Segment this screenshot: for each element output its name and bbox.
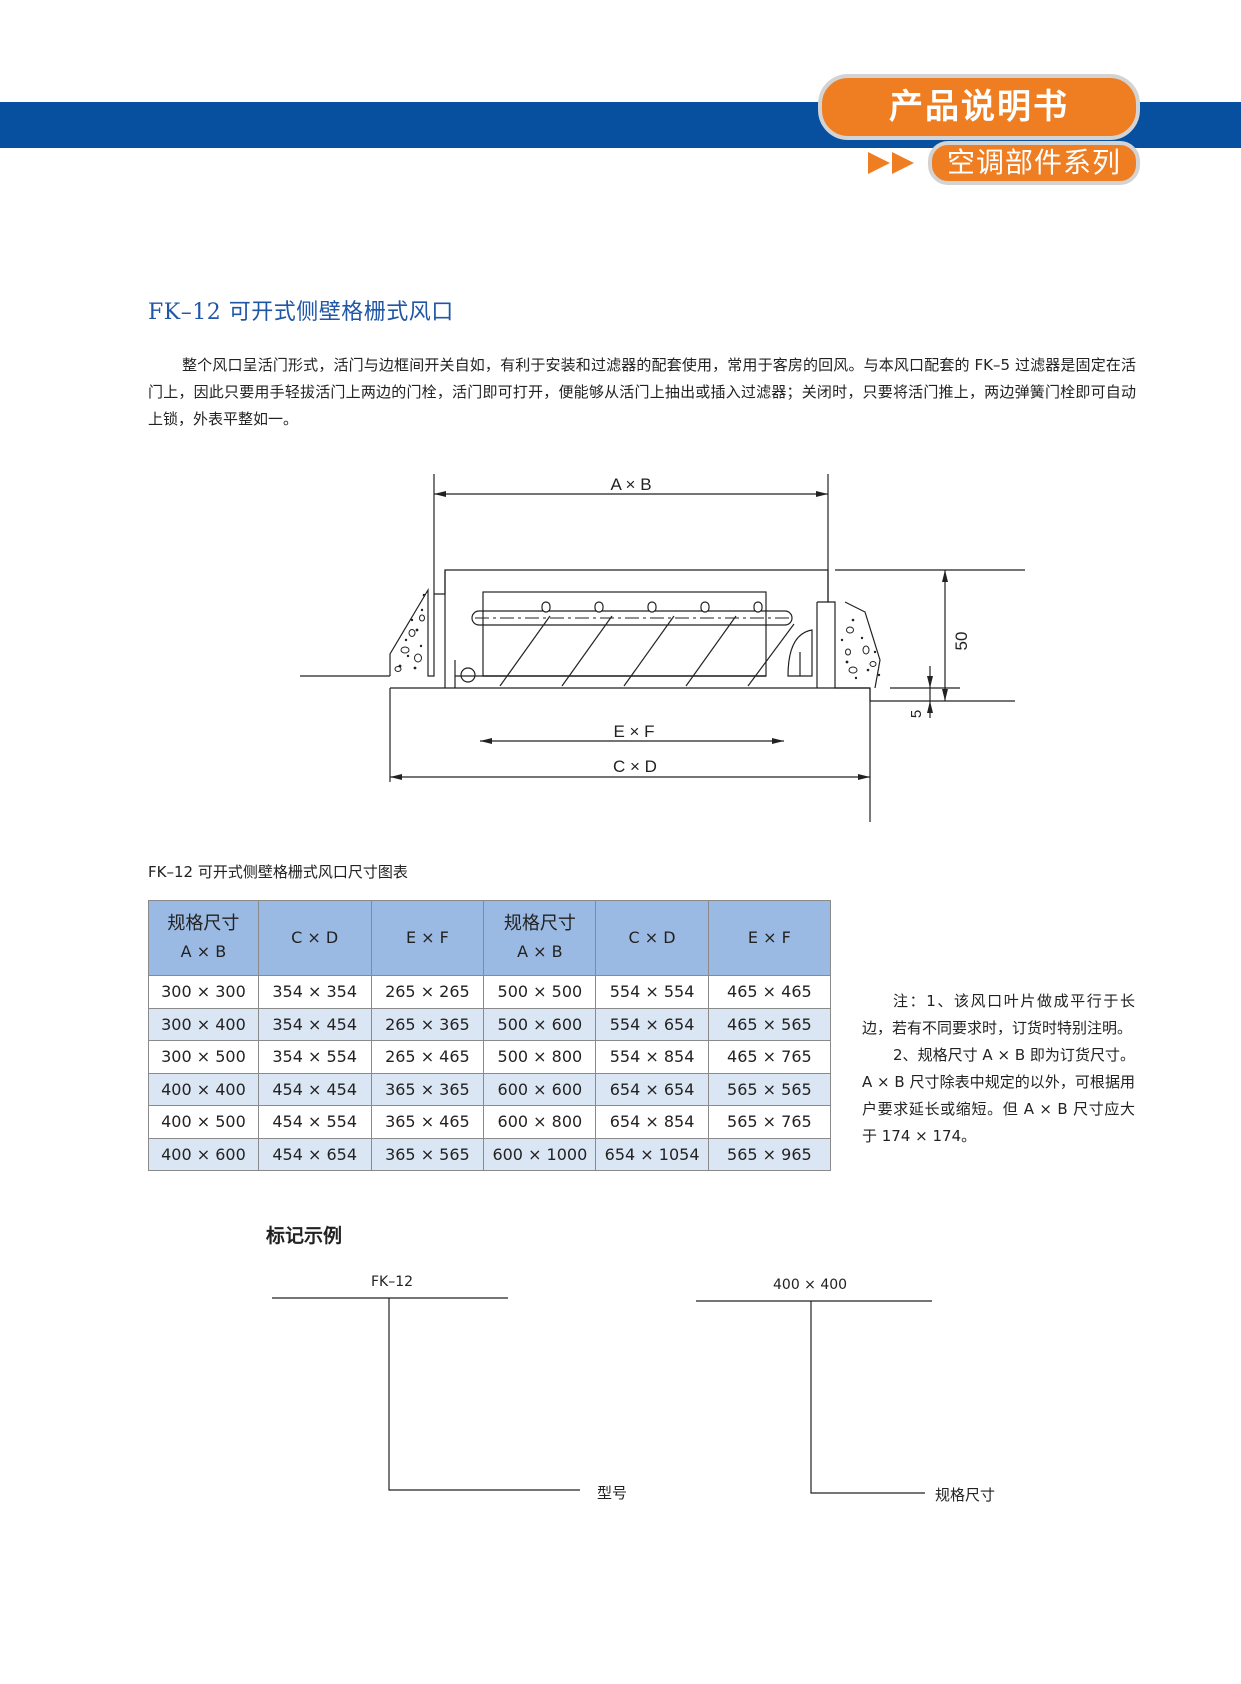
header-spec-1: 规格尺寸 A × B bbox=[148, 900, 259, 976]
table-cell: 265 × 465 bbox=[370, 1040, 485, 1074]
header-spec-label: 规格尺寸 bbox=[503, 913, 576, 934]
table-caption: FK–12 可开式侧壁格栅式风口尺寸图表 bbox=[148, 863, 408, 881]
note-2: 2、规格尺寸 A × B 即为订货尺寸。A × B 尺寸除表中规定的以外，可根据… bbox=[862, 1046, 1135, 1145]
table-cell: 554 × 654 bbox=[595, 1007, 709, 1041]
double-arrow-icon bbox=[868, 152, 914, 174]
table-cell: 600 × 600 bbox=[483, 1072, 597, 1106]
table-cell: 354 × 554 bbox=[257, 1040, 372, 1074]
table-cell: 465 × 765 bbox=[707, 1040, 832, 1074]
header-exf-2: E × F bbox=[707, 900, 832, 976]
note-1: 注：1、该风口叶片做成平行于长边，若有不同要求时，订货时特别注明。 bbox=[862, 992, 1135, 1037]
table-cell: 465 × 465 bbox=[707, 975, 832, 1009]
table-cell: 500 × 800 bbox=[483, 1040, 597, 1074]
product-title: FK–12 可开式侧壁格栅式风口 bbox=[148, 300, 454, 325]
technical-drawing: A × B E × F C × D 50 5 bbox=[300, 474, 1025, 822]
table-cell: 554 × 554 bbox=[595, 975, 709, 1009]
table-cell: 354 × 454 bbox=[257, 1007, 372, 1041]
marking-model-code: FK–12 bbox=[371, 1274, 414, 1290]
header-spec-label: 规格尺寸 bbox=[167, 913, 240, 934]
table-cell: 500 × 500 bbox=[483, 975, 597, 1009]
header-cxd-2: C × D bbox=[595, 900, 709, 976]
header-cxd-1: C × D bbox=[257, 900, 372, 976]
table-cell: 365 × 465 bbox=[370, 1105, 485, 1139]
notes: 注：1、该风口叶片做成平行于长边，若有不同要求时，订货时特别注明。 2、规格尺寸… bbox=[862, 988, 1135, 1150]
table-cell: 654 × 654 bbox=[595, 1072, 709, 1106]
header-spec-axb: A × B bbox=[517, 942, 563, 961]
table-cell: 600 × 1000 bbox=[483, 1137, 597, 1171]
table-cell: 565 × 565 bbox=[707, 1072, 832, 1106]
table-cell: 365 × 565 bbox=[370, 1137, 485, 1171]
table-cell: 654 × 854 bbox=[595, 1105, 709, 1139]
table-cell: 300 × 300 bbox=[148, 975, 259, 1009]
table-row: 300 × 400 354 × 454 265 × 365 500 × 600 … bbox=[148, 1007, 832, 1041]
dim-label-cxd: C × D bbox=[613, 757, 657, 776]
table-cell: 265 × 265 bbox=[370, 975, 485, 1009]
table-header-row: 规格尺寸 A × B C × D E × F 规格尺寸 A × B C × D … bbox=[148, 900, 832, 976]
table-row: 400 × 600 454 × 654 365 × 565 600 × 1000… bbox=[148, 1137, 832, 1171]
series-subtitle-badge: 空调部件系列 bbox=[928, 141, 1140, 185]
brochure-title-badge: 产品说明书 bbox=[818, 74, 1140, 140]
product-intro: 整个风口呈活门形式，活门与边框间开关自如，有利于安装和过滤器的配套使用，常用于客… bbox=[148, 356, 1136, 428]
dim-label-exf: E × F bbox=[613, 722, 654, 741]
table-cell: 654 × 1054 bbox=[595, 1137, 709, 1171]
table-row: 400 × 400 454 × 454 365 × 365 600 × 600 … bbox=[148, 1072, 832, 1106]
table-cell: 500 × 600 bbox=[483, 1007, 597, 1041]
header-exf-1: E × F bbox=[370, 900, 485, 976]
marking-size-label: 规格尺寸 bbox=[935, 1486, 996, 1504]
header-spec-axb: A × B bbox=[180, 942, 227, 961]
table-row: 300 × 300 354 × 354 265 × 265 500 × 500 … bbox=[148, 975, 832, 1009]
table-cell: 554 × 854 bbox=[595, 1040, 709, 1074]
table-cell: 454 × 454 bbox=[257, 1072, 372, 1106]
table-cell: 565 × 765 bbox=[707, 1105, 832, 1139]
marking-size-code: 400 × 400 bbox=[773, 1277, 848, 1293]
dim-label-5: 5 bbox=[908, 710, 925, 718]
table-row: 300 × 500 354 × 554 265 × 465 500 × 800 … bbox=[148, 1040, 832, 1074]
table-cell: 600 × 800 bbox=[483, 1105, 597, 1139]
table-cell: 465 × 565 bbox=[707, 1007, 832, 1041]
table-cell: 454 × 554 bbox=[257, 1105, 372, 1139]
table-cell: 400 × 500 bbox=[148, 1105, 259, 1139]
marking-title: 标记示例 bbox=[266, 1225, 343, 1247]
table-cell: 365 × 365 bbox=[370, 1072, 485, 1106]
table-cell: 354 × 354 bbox=[257, 975, 372, 1009]
table-cell: 265 × 365 bbox=[370, 1007, 485, 1041]
header-spec-2: 规格尺寸 A × B bbox=[483, 900, 597, 976]
marking-model-label: 型号 bbox=[597, 1484, 628, 1502]
table-cell: 300 × 500 bbox=[148, 1040, 259, 1074]
table-cell: 400 × 400 bbox=[148, 1072, 259, 1106]
dim-label-axb: A × B bbox=[610, 475, 651, 494]
table-cell: 300 × 400 bbox=[148, 1007, 259, 1041]
table-cell: 454 × 654 bbox=[257, 1137, 372, 1171]
table-cell: 400 × 600 bbox=[148, 1137, 259, 1171]
table-cell: 565 × 965 bbox=[707, 1137, 832, 1171]
dim-label-50: 50 bbox=[952, 632, 971, 651]
size-table: 规格尺寸 A × B C × D E × F 规格尺寸 A × B C × D … bbox=[148, 900, 832, 1171]
table-row: 400 × 500 454 × 554 365 × 465 600 × 800 … bbox=[148, 1105, 832, 1139]
